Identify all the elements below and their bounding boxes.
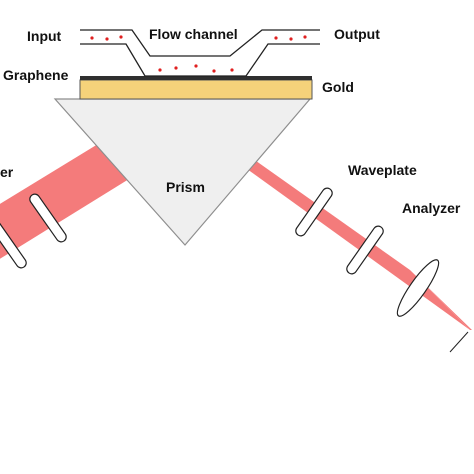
label-analyzer: Analyzer <box>402 200 461 216</box>
label-input: Input <box>27 28 62 44</box>
flow-particles <box>90 35 307 73</box>
label-flow-channel: Flow channel <box>149 26 238 42</box>
polarizer-element-1 <box>29 193 67 243</box>
waveplate-element <box>295 187 333 237</box>
label-prism: Prism <box>166 179 205 195</box>
graphene-layer <box>80 76 312 80</box>
label-graphene: Graphene <box>3 67 69 83</box>
detector-line <box>449 331 469 353</box>
label-output: Output <box>334 26 380 42</box>
analyzer-element <box>346 225 384 275</box>
label-gold: Gold <box>322 79 354 95</box>
focusing-lens <box>396 259 440 317</box>
polarizer-element-2 <box>0 219 27 269</box>
flow-channel <box>80 29 320 77</box>
label-waveplate: Waveplate <box>348 162 417 178</box>
label-polarizer-partial: er <box>0 164 14 180</box>
gold-layer <box>79 79 313 100</box>
